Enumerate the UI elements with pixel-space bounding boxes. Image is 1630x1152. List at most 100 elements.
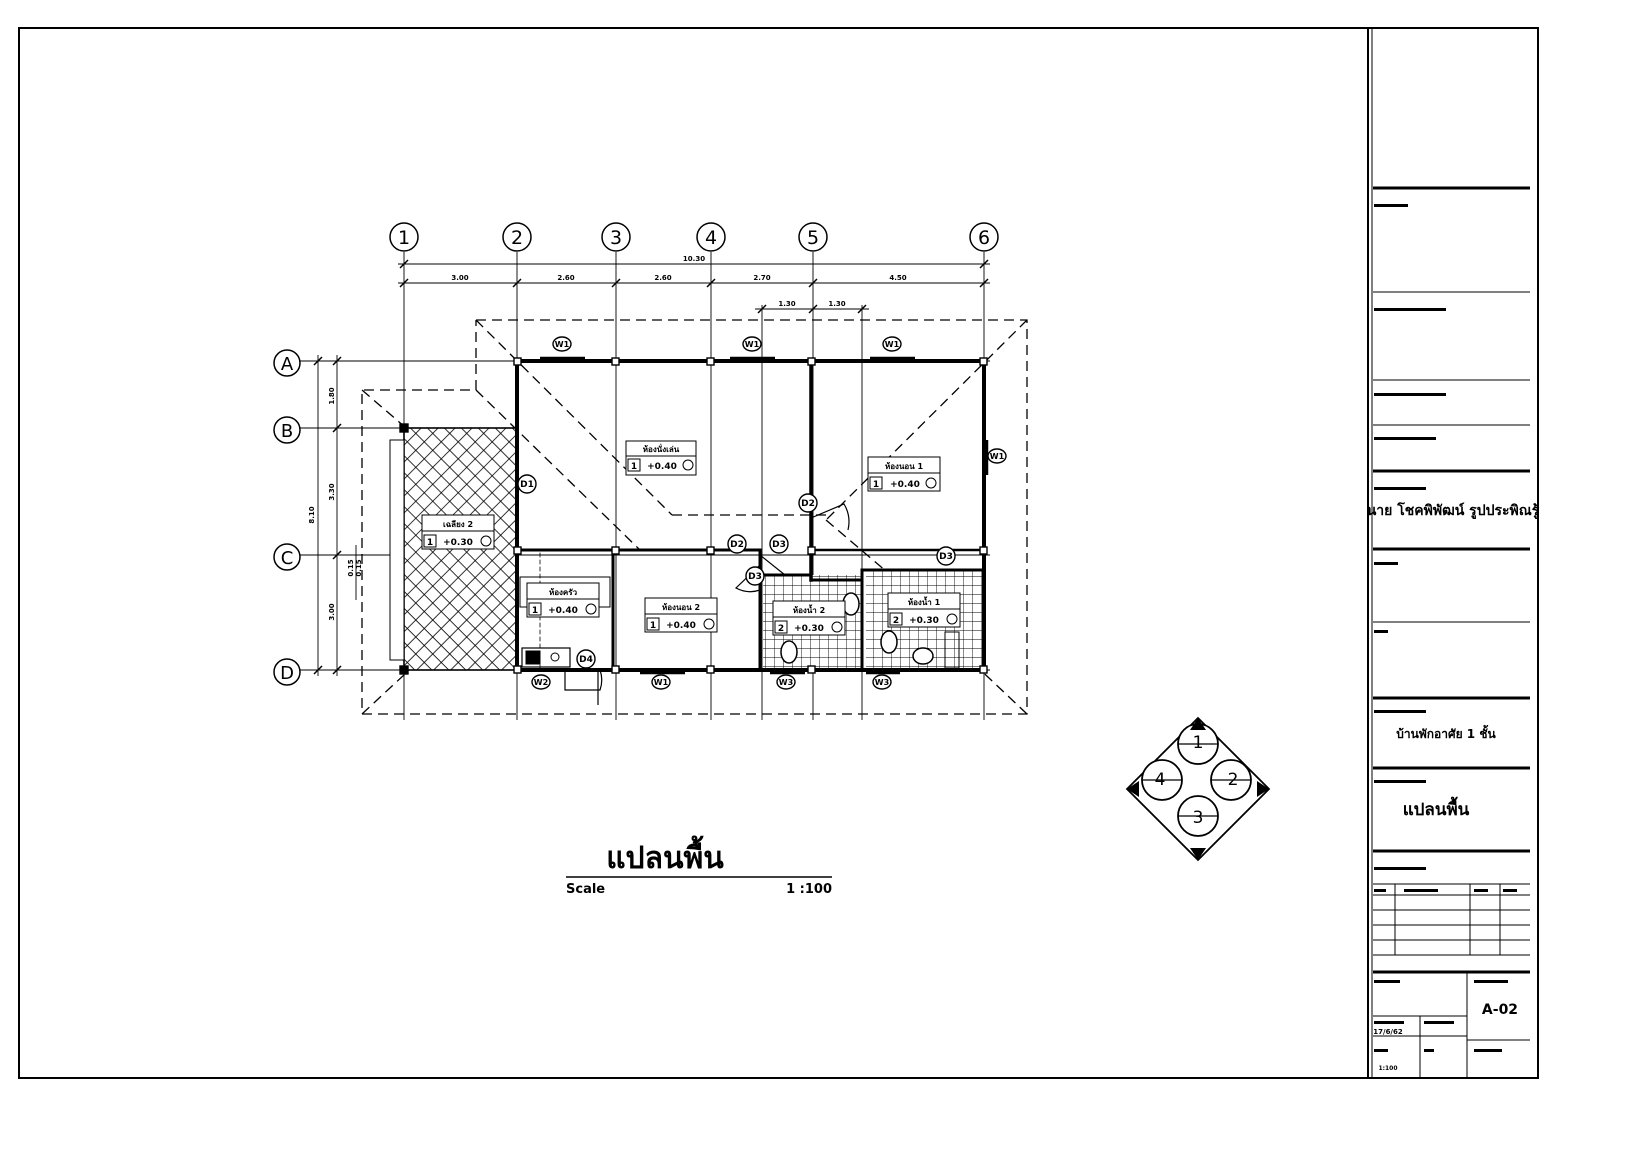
- svg-text:D2: D2: [730, 540, 744, 550]
- svg-text:2: 2: [893, 616, 899, 626]
- door-tag-d2a: D2: [798, 493, 818, 513]
- room-tag-bathroom-2: ห้องน้ำ 2 2 +0.30: [772, 600, 846, 636]
- svg-text:+0.30: +0.30: [794, 624, 824, 634]
- svg-text:+0.40: +0.40: [666, 621, 696, 631]
- svg-text:C: C: [281, 548, 294, 569]
- door-tag-d2b: D2: [727, 534, 747, 554]
- sheet-number: A-02: [1482, 1002, 1518, 1018]
- dim-span-5: 4.50: [889, 274, 906, 282]
- sheet-border: [18, 27, 1539, 1079]
- column-bubble-6: 6: [969, 222, 999, 252]
- svg-text:+0.40: +0.40: [890, 480, 920, 490]
- window-tag-right: W1: [987, 448, 1007, 464]
- svg-text:5: 5: [807, 227, 819, 249]
- dim-span-1: 3.00: [451, 274, 468, 282]
- room-tag-bedroom-2: ห้องนอน 2 1 +0.40: [644, 597, 718, 633]
- svg-text:1: 1: [873, 480, 879, 490]
- window-tag-bottom-1: W1: [651, 674, 671, 690]
- door-tag-d1: D1: [517, 474, 537, 494]
- scale-label: Scale: [566, 882, 605, 897]
- svg-text:4: 4: [705, 227, 717, 249]
- door-tag-d3a: D3: [769, 534, 789, 554]
- dim-small-2: 0.15: [355, 559, 363, 576]
- door-tag-d3c: D3: [936, 546, 956, 566]
- window-tag-bottom-w2: W2: [531, 674, 551, 690]
- svg-text:W1: W1: [885, 340, 900, 349]
- door-tags: D1 D2 D2 D3 D3 D3 D4: [517, 474, 956, 669]
- dim-row-2: 3.30: [328, 483, 336, 500]
- svg-text:ห้องนั่งเล่น: ห้องนั่งเล่น: [643, 443, 680, 454]
- drawing-name: แปลนพื้น: [1403, 796, 1470, 820]
- dim-span-2: 2.60: [557, 274, 574, 282]
- svg-text:1: 1: [532, 606, 538, 616]
- svg-text:D: D: [280, 663, 294, 684]
- svg-text:D1: D1: [520, 480, 534, 490]
- drawing-title: แปลนพื้น: [606, 835, 724, 876]
- dim-overall-width: 10.30: [683, 255, 705, 263]
- room-tag-bathroom-1: ห้องน้ำ 1 2 +0.30: [887, 592, 961, 628]
- column-bubble-2: 2: [502, 222, 532, 252]
- svg-text:W1: W1: [745, 340, 760, 349]
- title-block-texts: นาย โชคพิพัฒน์ รูปประพิณรู้ บ้านพักอาศัย…: [1367, 501, 1540, 1072]
- svg-text:+0.40: +0.40: [647, 462, 677, 472]
- dimension-labels-top: 10.30 3.00 2.60 2.60 2.70 4.50 1.30 1.30: [451, 255, 906, 308]
- project-name: บ้านพักอาศัย 1 ชั้น: [1396, 724, 1496, 741]
- svg-text:+0.40: +0.40: [548, 606, 578, 616]
- key-1: 1: [1193, 733, 1204, 753]
- svg-text:A: A: [281, 354, 294, 375]
- svg-text:เฉลียง 2: เฉลียง 2: [443, 519, 473, 529]
- svg-text:W2: W2: [534, 678, 548, 687]
- window-tag-bottom-w3b: W3: [872, 674, 892, 690]
- svg-text:B: B: [281, 421, 293, 442]
- dim-overall-depth: 8.10: [308, 506, 316, 523]
- svg-text:+0.30: +0.30: [443, 538, 473, 548]
- svg-text:W3: W3: [779, 678, 793, 687]
- svg-text:1: 1: [631, 462, 637, 472]
- window-marks: [540, 356, 989, 675]
- svg-text:2: 2: [511, 227, 523, 249]
- drawing-title-block: แปลนพื้น Scale 1 :100: [566, 835, 832, 897]
- row-bubble-a: A: [273, 349, 301, 377]
- svg-text:W1: W1: [555, 340, 570, 349]
- room-tag-kitchen: ห้องครัว 1 +0.40: [526, 582, 600, 618]
- dim-small-1: 0.15: [347, 559, 355, 576]
- room-tag-living: ห้องนั่งเล่น 1 +0.40: [625, 440, 697, 476]
- dim-span-4: 2.70: [753, 274, 770, 282]
- column-bubble-3: 3: [601, 222, 631, 252]
- row-bubble-d: D: [273, 658, 301, 686]
- door-tag-d3b: D3: [745, 566, 765, 586]
- svg-text:1: 1: [398, 227, 410, 249]
- dimensions-top: [398, 259, 990, 314]
- svg-text:+0.30: +0.30: [909, 616, 939, 626]
- key-4: 4: [1155, 770, 1166, 790]
- svg-text:ห้องนอน 2: ห้องนอน 2: [662, 602, 700, 612]
- svg-text:1: 1: [427, 538, 433, 548]
- window-tag-top-2: W1: [742, 336, 762, 352]
- svg-text:3: 3: [610, 227, 622, 249]
- column-bubble-5: 5: [798, 222, 828, 252]
- dim-sub-2: 1.30: [828, 300, 845, 308]
- column-bubble-1: 1: [389, 222, 419, 252]
- key-2: 2: [1228, 770, 1239, 790]
- column-bubbles: 1 2 3 4 5 6: [389, 222, 999, 252]
- svg-text:D3: D3: [772, 540, 786, 550]
- window-tags: W1 W1 W1 W1 W1 W2 W3 W3: [531, 336, 1007, 690]
- scale-value: 1 :100: [786, 882, 832, 897]
- room-tag-bedroom-1: ห้องนอน 1 1 +0.40: [867, 456, 941, 492]
- scale-note: 1:100: [1378, 1065, 1397, 1072]
- dim-sub-1: 1.30: [778, 300, 795, 308]
- dim-row-3: 3.00: [328, 603, 336, 620]
- svg-text:W3: W3: [875, 678, 889, 687]
- door-swings: [564, 503, 850, 705]
- key-3: 3: [1193, 808, 1204, 828]
- window-tag-bottom-w3a: W3: [776, 674, 796, 690]
- svg-text:ห้องนอน 1: ห้องนอน 1: [885, 461, 924, 471]
- room-tag-terrace: เฉลียง 2 1 +0.30: [421, 514, 495, 550]
- svg-text:W1: W1: [990, 452, 1005, 461]
- svg-text:W1: W1: [654, 678, 669, 687]
- svg-text:6: 6: [978, 227, 990, 249]
- row-bubbles: A B C D: [273, 349, 301, 686]
- dim-span-3: 2.60: [654, 274, 671, 282]
- issue-date: 17/6/62: [1373, 1028, 1403, 1036]
